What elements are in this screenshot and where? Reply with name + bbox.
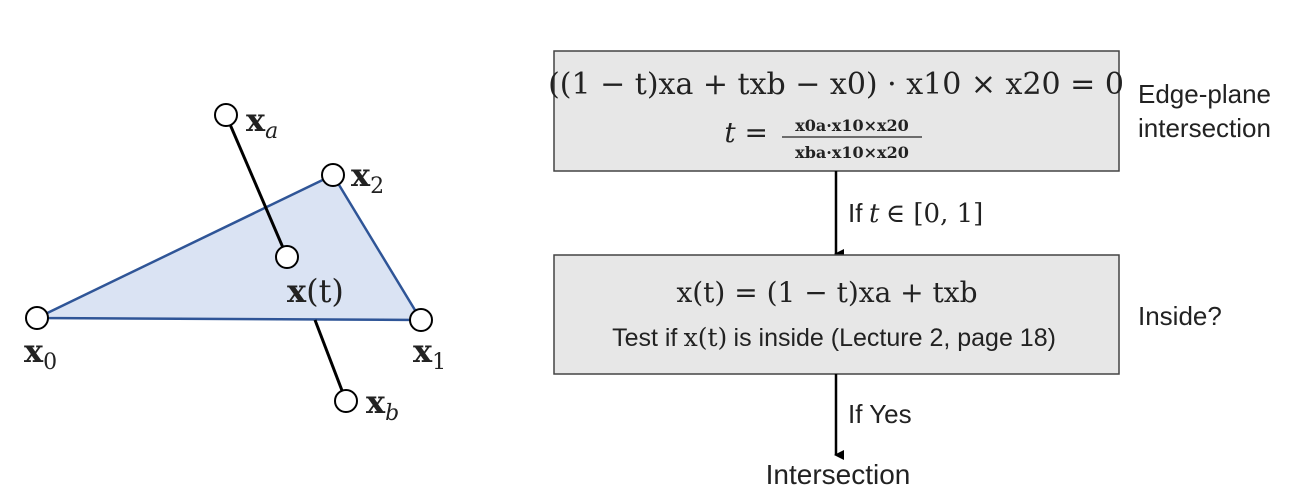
vertex-x0-point [25,306,49,330]
point-xb [334,389,358,413]
segment-lower [313,319,348,402]
flowchart: ((1 − t)xa + txb − x0) · x10 × x20 = 0 t… [548,50,1271,490]
label-x2: x2 [351,156,384,199]
triangle-figure: xa x2 x(t) x0 x1 xb [24,101,446,426]
vertex-x2-point [321,163,345,187]
triangle [36,173,424,322]
side-label-edge-plane: Edge-plane [1138,79,1271,109]
label-xa: xa [246,101,278,144]
arrow1-label: If t ∈ [0, 1] [848,198,983,229]
t-formula-numerator: x0a·x10×x20 [795,116,909,135]
point-xa [214,103,238,127]
label-xt: x(t) [287,272,344,310]
arrow2-label: If Yes [848,399,912,429]
point-xt [275,245,299,269]
t-formula-lhs: t = [724,116,768,149]
xt-equation: x(t) = (1 − t)xa + txb [676,276,977,309]
inside-test-text: Test if x(t) is inside (Lecture 2, page … [612,323,1056,352]
label-xb: xb [366,383,399,426]
t-formula-denominator: xba·x10×x20 [795,143,909,162]
label-x1: x1 [413,332,446,375]
inside-test-box [553,254,1120,375]
result-intersection: Intersection [766,459,911,490]
side-label-inside: Inside? [1138,301,1222,331]
edge-plane-equation: ((1 − t)xa + txb − x0) · x10 × x20 = 0 [548,67,1124,102]
side-label-intersection: intersection [1138,113,1271,143]
label-x0: x0 [24,332,57,375]
segment-upper [224,114,289,258]
vertex-x1-point [409,308,433,332]
